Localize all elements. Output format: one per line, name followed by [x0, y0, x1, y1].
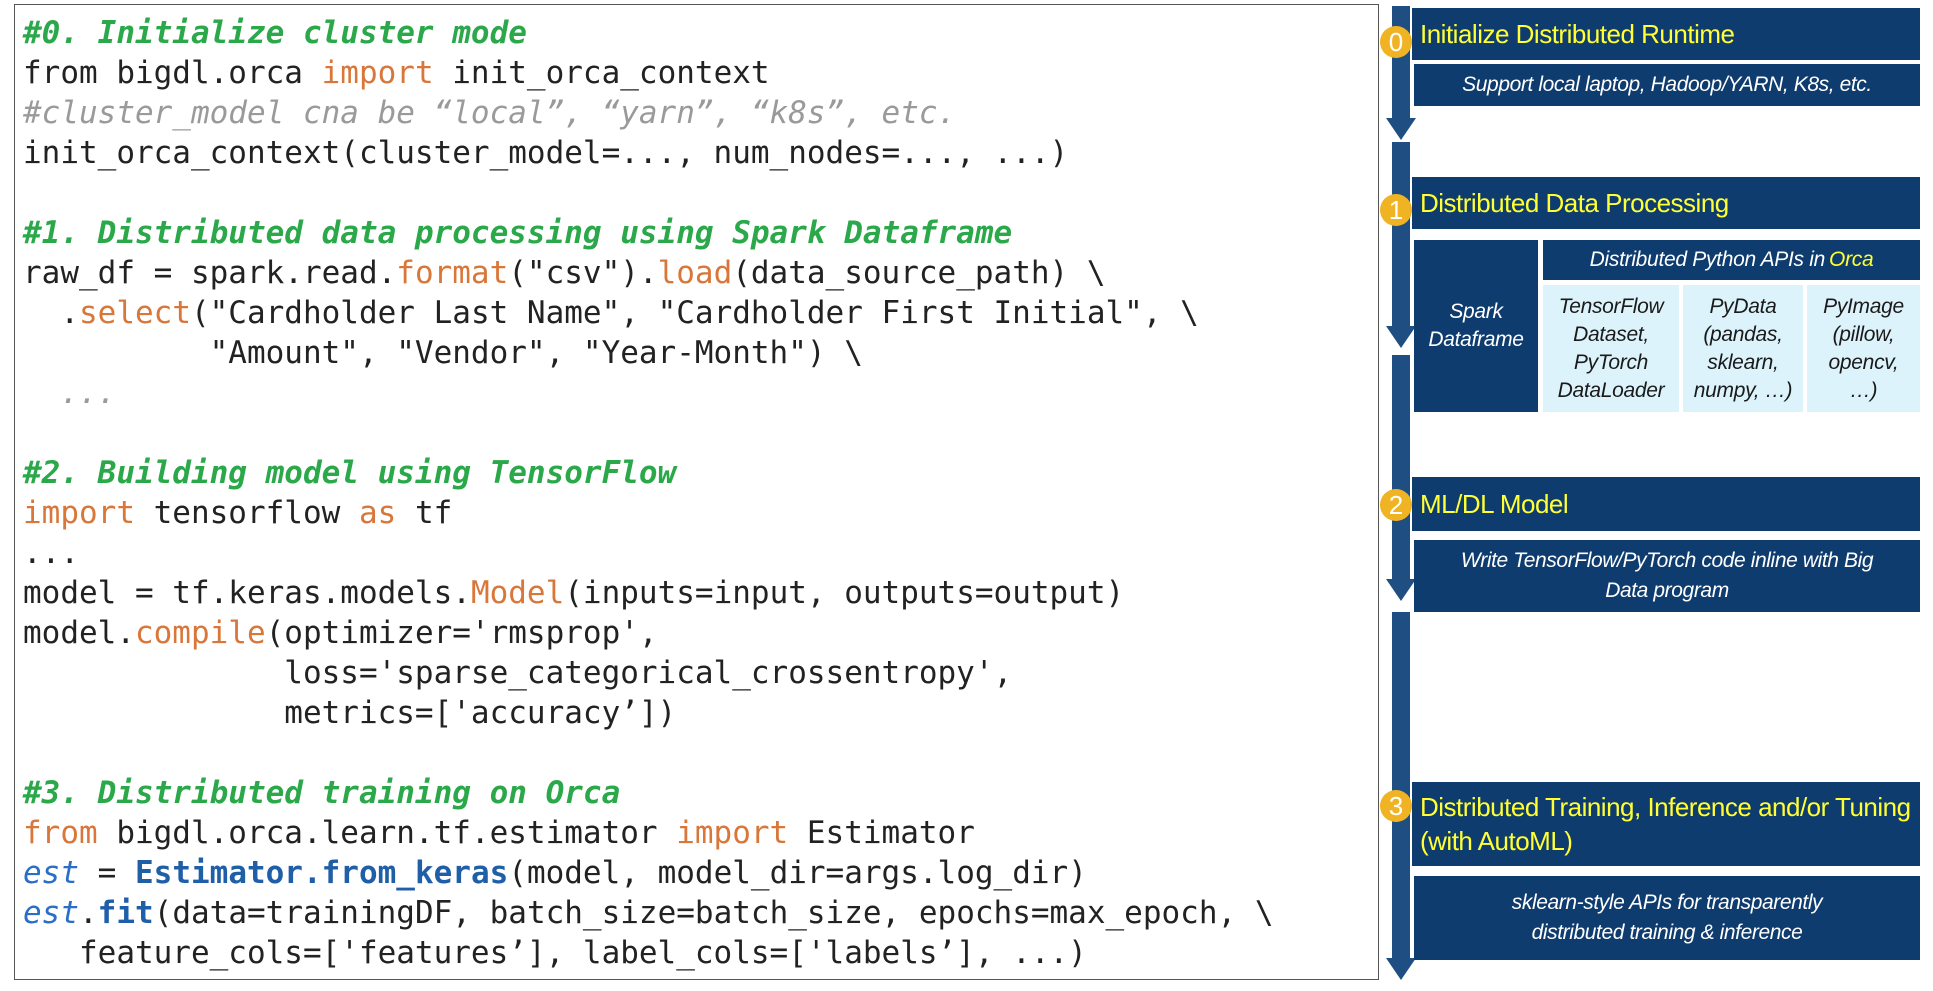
code-token: from bigdl.orca: [23, 55, 322, 91]
code-token: Estimator: [788, 815, 975, 851]
code-line: .select("Cardholder Last Name", "Cardhol…: [23, 293, 1199, 333]
code-token: tf: [396, 495, 453, 531]
step-2-description: Write TensorFlow/PyTorch code inline wit…: [1414, 540, 1920, 612]
python-apis-label: Distributed Python APIs in: [1589, 248, 1826, 271]
code-token: .: [23, 295, 79, 331]
code-token: loss='sparse_categorical_crossentropy',: [23, 655, 1013, 691]
code-line: init_orca_context(cluster_model=..., num…: [23, 133, 1068, 173]
code-line: est.fit(data=trainingDF, batch_size=batc…: [23, 893, 1274, 933]
code-line: #2. Building model using TensorFlow: [23, 453, 676, 493]
python-apis-header: Distributed Python APIs in Orca: [1543, 240, 1920, 280]
pydata-cell: PyData (pandas, sklearn, numpy, …): [1683, 285, 1803, 412]
code-token: (inputs=input, outputs=output): [564, 575, 1125, 611]
code-token: init_orca_context(cluster_model=..., num…: [23, 135, 1069, 171]
code-token: =: [79, 855, 135, 891]
code-token: ...: [23, 375, 117, 411]
spark-dataframe-cell: Spark Dataframe: [1414, 240, 1538, 412]
code-line: from bigdl.orca import init_orca_context: [23, 53, 770, 93]
code-token: bigdl.orca.learn.tf.estimator: [97, 815, 677, 851]
code-line: model = tf.keras.models.Model(inputs=inp…: [23, 573, 1124, 613]
code-token: model = tf.keras.models.: [23, 575, 471, 611]
step-3-description: sklearn-style APIs for transparently dis…: [1414, 876, 1920, 960]
code-line: from bigdl.orca.learn.tf.estimator impor…: [23, 813, 975, 853]
code-token: from: [23, 815, 98, 851]
flow-arrow-3: [1386, 612, 1416, 982]
code-token: (optimizer='rmsprop',: [265, 615, 658, 651]
code-line: est = Estimator.from_keras(model, model_…: [23, 853, 1087, 893]
code-token: format: [396, 255, 509, 291]
flow-arrow-1: [1386, 142, 1416, 350]
code-line: feature_cols=['features’], label_cols=['…: [23, 933, 1087, 973]
step-3-number-icon: 3: [1380, 790, 1412, 822]
code-line: #cluster_model cna be “local”, “yarn”, “…: [23, 93, 956, 133]
code-token: model.: [23, 615, 135, 651]
code-token: #2. Building model using TensorFlow: [23, 455, 677, 491]
code-token: ("Cardholder Last Name", "Cardholder Fir…: [190, 295, 1199, 331]
code-token: import: [321, 55, 434, 91]
code-line: model.compile(optimizer='rmsprop',: [23, 613, 658, 653]
code-token: as: [358, 495, 397, 531]
code-line: #3. Distributed training on Orca: [23, 773, 620, 813]
step-2-number-icon: 2: [1380, 489, 1412, 521]
step-1-title: Distributed Data Processing: [1412, 177, 1920, 229]
code-token: ("csv").: [508, 255, 658, 291]
code-token: #1. Distributed data processing using Sp…: [23, 215, 1013, 251]
step-1-number-icon: 1: [1380, 194, 1412, 226]
code-line: raw_df = spark.read.format("csv").load(d…: [23, 253, 1106, 293]
code-token: select: [79, 295, 191, 331]
code-token: (data_source_path) \: [732, 255, 1106, 291]
pyimage-cell: PyImage (pillow, opencv, …): [1807, 285, 1920, 412]
code-line: import tensorflow as tf: [23, 493, 452, 533]
code-token: #3. Distributed training on Orca: [23, 775, 621, 811]
code-line: loss='sparse_categorical_crossentropy',: [23, 653, 1012, 693]
code-token: tensorflow: [134, 495, 359, 531]
code-token: #cluster_model cna be “local”, “yarn”, “…: [23, 95, 957, 131]
code-line: "Amount", "Vendor", "Year-Month") \: [23, 333, 863, 373]
step-2-title: ML/DL Model: [1412, 477, 1920, 531]
code-token: import: [676, 815, 789, 851]
code-line: #1. Distributed data processing using Sp…: [23, 213, 1012, 253]
code-token: feature_cols=['features’], label_cols=['…: [23, 935, 1087, 971]
code-line: ...: [23, 533, 79, 573]
code-token: #0. Initialize cluster mode: [23, 15, 527, 51]
code-line: #0. Initialize cluster mode: [23, 13, 527, 53]
code-token: est: [23, 895, 79, 931]
code-token: ...: [23, 535, 79, 571]
tensorflow-pytorch-cell: TensorFlow Dataset, PyTorch DataLoader: [1543, 285, 1679, 412]
code-token: .: [79, 895, 98, 931]
flow-arrow-2: [1386, 355, 1416, 603]
code-line: ...: [23, 373, 116, 413]
code-line: metrics=['accuracy’]): [23, 693, 676, 733]
code-token: (model, model_dir=args.log_dir): [508, 855, 1087, 891]
code-token: fit: [97, 895, 154, 931]
step-0-description: Support local laptop, Hadoop/YARN, K8s, …: [1414, 64, 1920, 106]
step-3-title: Distributed Training, Inference and/or T…: [1412, 782, 1920, 866]
code-token: metrics=['accuracy’]): [23, 695, 677, 731]
code-token: "Amount", "Vendor", "Year-Month") \: [23, 335, 863, 371]
code-token: load: [657, 255, 733, 291]
orca-label: Orca: [1829, 248, 1874, 271]
code-token: est: [23, 855, 79, 891]
code-token: Model: [470, 575, 565, 611]
code-token: init_orca_context: [433, 55, 770, 91]
code-token: raw_df = spark.read.: [23, 255, 397, 291]
code-token: (data=trainingDF, batch_size=batch_size,…: [153, 895, 1274, 931]
step-0-number-icon: 0: [1380, 26, 1412, 58]
step-0-title: Initialize Distributed Runtime: [1412, 8, 1920, 60]
code-token: compile: [134, 615, 266, 651]
code-token: Estimator.from_keras: [135, 855, 509, 891]
code-token: import: [23, 495, 135, 531]
